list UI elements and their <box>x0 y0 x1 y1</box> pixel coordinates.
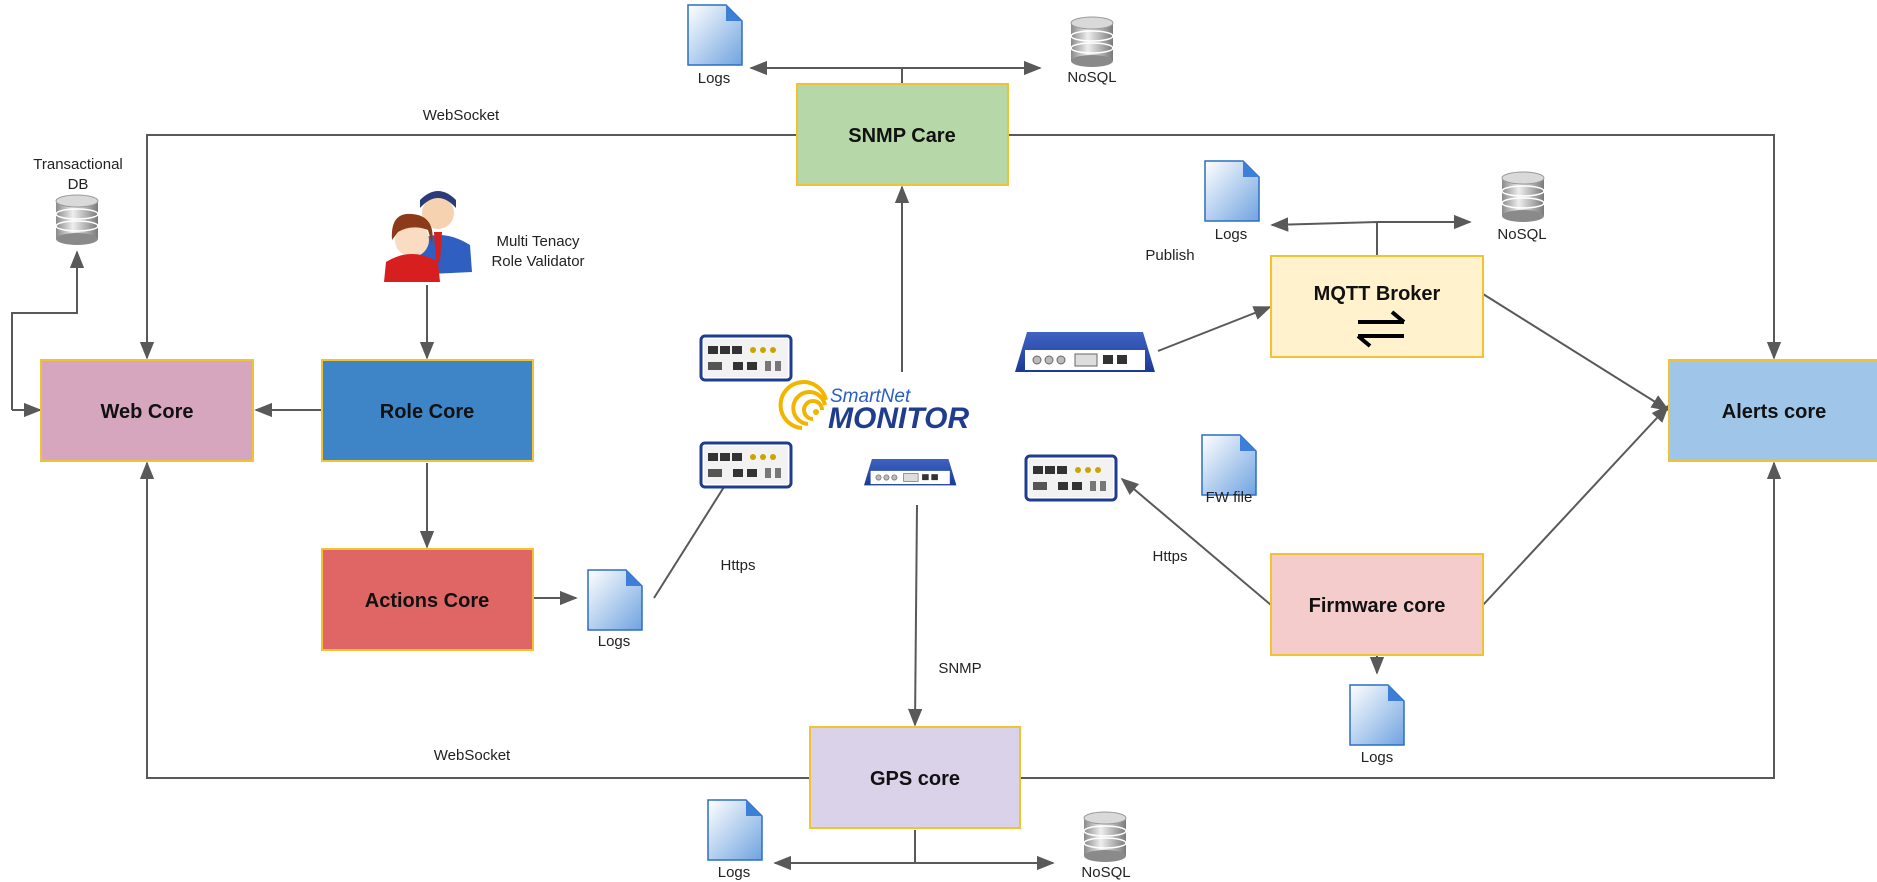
edge-firmware-to-alerts <box>1482 404 1670 606</box>
database-icon <box>1501 171 1545 223</box>
logo-brand-small: SmartNet <box>830 386 911 407</box>
firmware-core-label: Firmware core <box>1309 595 1446 617</box>
router-icon <box>1024 454 1118 502</box>
edges <box>11 60 1782 871</box>
logs-label-gps: Logs <box>718 864 751 881</box>
transactional-db-label-1: Transactional <box>33 156 123 173</box>
node-firmware-core[interactable]: Firmware core <box>1270 553 1484 656</box>
document-icon <box>1201 434 1257 496</box>
node-alerts-core[interactable]: Alerts core <box>1668 359 1877 462</box>
document-icon <box>707 799 763 861</box>
router-icon <box>699 441 793 489</box>
router-icon <box>863 458 957 486</box>
node-role-core[interactable]: Role Core <box>321 359 534 462</box>
edge-websocket-bottom-left <box>139 461 810 779</box>
exchange-arrows-icon <box>1356 310 1406 348</box>
snmp-edge-label: SNMP <box>938 660 981 677</box>
edge-websocket-bottom-right <box>1020 461 1782 779</box>
document-icon <box>687 4 743 66</box>
node-gps-core[interactable]: GPS core <box>809 726 1021 829</box>
logs-label-firmware: Logs <box>1361 749 1394 766</box>
websocket-label-top: WebSocket <box>423 107 500 124</box>
logs-label-mqtt: Logs <box>1215 226 1248 243</box>
nosql-label-gps: NoSQL <box>1081 864 1130 881</box>
actions-core-label: Actions Core <box>365 590 489 612</box>
logs-label-actions: Logs <box>598 633 631 650</box>
edge-mqtt-to-logs <box>1270 217 1378 257</box>
edge-snmp-to-logs <box>749 60 903 83</box>
edge-mqtt-to-alerts <box>1482 293 1670 411</box>
node-actions-core[interactable]: Actions Core <box>321 548 534 651</box>
fw-file-label: FW file <box>1206 489 1253 506</box>
transactional-db-label-2: DB <box>68 176 89 193</box>
smartnet-logo: SmartNet MONITOR <box>778 380 969 435</box>
edge-router-to-gps <box>907 504 923 727</box>
node-mqtt-broker[interactable]: MQTT Broker <box>1270 255 1484 358</box>
document-icon <box>1204 160 1260 222</box>
role-validator-label-1: Multi Tenacy <box>496 233 580 250</box>
node-web-core[interactable]: Web Core <box>40 359 254 462</box>
transactional-db-icon <box>55 194 99 246</box>
web-core-label: Web Core <box>101 401 194 423</box>
logo-brand-large: MONITOR <box>828 402 969 435</box>
gps-core-label: GPS core <box>870 768 960 790</box>
edge-websocket-top-right <box>1008 134 1782 360</box>
edge-router-to-mqtt <box>1157 306 1272 352</box>
https-label-right: Https <box>1152 548 1187 565</box>
edge-websocket-top-left <box>139 134 797 360</box>
database-icon <box>1083 811 1127 863</box>
https-label-left: Https <box>720 557 755 574</box>
node-snmp-care[interactable]: SNMP Care <box>796 83 1009 186</box>
database-icon <box>1070 16 1114 68</box>
users-icon <box>384 191 472 282</box>
nosql-label-snmp: NoSQL <box>1067 69 1116 86</box>
logs-label-snmp: Logs <box>698 70 731 87</box>
edge-firmware-to-router-https <box>1120 477 1272 606</box>
edge-gps-to-logs <box>773 830 916 871</box>
nosql-label-mqtt: NoSQL <box>1497 226 1546 243</box>
document-icon <box>1349 684 1405 746</box>
mqtt-broker-label: MQTT Broker <box>1314 283 1441 305</box>
websocket-label-bottom: WebSocket <box>434 747 511 764</box>
snmp-care-label: SNMP Care <box>848 125 955 147</box>
router-icon <box>699 334 793 382</box>
role-validator-label-2: Role Validator <box>491 253 584 270</box>
router-icon <box>1014 331 1156 373</box>
document-icon <box>587 569 643 631</box>
alerts-core-label: Alerts core <box>1722 401 1827 423</box>
edge-web-to-db <box>11 250 85 410</box>
role-core-label: Role Core <box>380 401 474 423</box>
publish-label: Publish <box>1145 247 1194 264</box>
